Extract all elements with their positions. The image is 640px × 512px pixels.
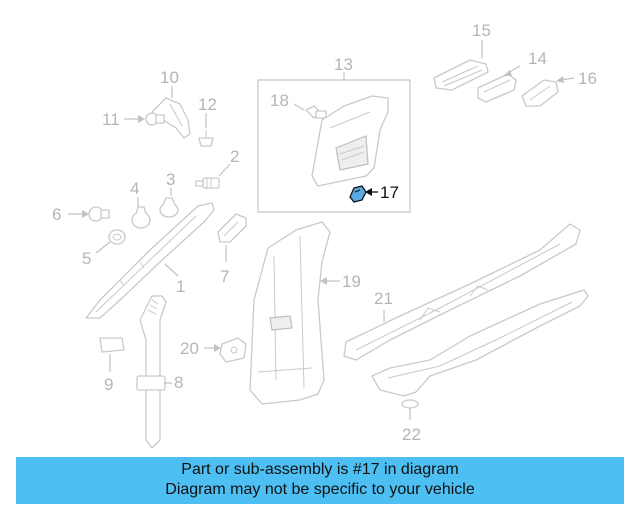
a-pillar-trim-part: [85, 202, 215, 319]
arrow-14: [503, 70, 512, 76]
screw-part-6: [88, 206, 110, 222]
callout-18: 18: [270, 91, 289, 110]
clip-part-17-highlighted: [349, 185, 367, 203]
callout-9: 9: [104, 375, 113, 394]
callout-16: 16: [578, 69, 597, 88]
nut-clip-part-12: [198, 130, 214, 147]
callout-19: 19: [342, 272, 361, 291]
callout-2: 2: [230, 147, 239, 166]
arrow-17: [365, 188, 372, 196]
b-pillar-lower-trim-part-19: [249, 221, 331, 405]
callout-11: 11: [102, 110, 120, 129]
bolt-part-2: [195, 177, 220, 189]
arrow-19: [320, 277, 327, 285]
upper-bracket-part-10: [151, 97, 191, 139]
leader-5: [95, 241, 111, 254]
callout-13: 13: [334, 55, 353, 74]
leader-2: [218, 163, 231, 177]
bolt-part-11: [145, 112, 165, 126]
clip-part-4: [131, 206, 151, 229]
clip-part-3: [159, 197, 179, 218]
callout-3: 3: [166, 170, 175, 189]
lower-sill-trim-part-22: [371, 289, 589, 409]
info-banner: Part or sub-assembly is #17 in diagram D…: [16, 457, 624, 504]
callout-4: 4: [130, 179, 139, 198]
arrow-6: [82, 210, 89, 218]
callout-17: 17: [380, 183, 399, 202]
bracket-part-7: [217, 213, 247, 243]
sill-plate-part-21: [343, 223, 581, 361]
callout-14: 14: [528, 49, 547, 68]
callout-20: 20: [180, 339, 199, 358]
leader-1: [164, 263, 179, 277]
callout-5: 5: [82, 249, 91, 268]
arrow-20: [214, 344, 221, 352]
callout-8: 8: [174, 373, 183, 392]
callout-1: 1: [176, 277, 185, 296]
callout-22: 22: [402, 425, 421, 444]
bracket-part-14: [477, 73, 517, 103]
pillar-trim-upper-part-13: [311, 95, 389, 187]
arrow-11: [138, 115, 145, 123]
callout-6: 6: [52, 205, 61, 224]
belt-guide-part-8: [136, 295, 167, 449]
banner-line-2: Diagram may not be specific to your vehi…: [165, 481, 475, 498]
callout-12: 12: [198, 95, 217, 114]
bracket-part-16: [521, 79, 559, 107]
clip-plate-part-9: [99, 337, 125, 353]
grommet-part-5: [108, 229, 126, 245]
banner-line-1: Part or sub-assembly is #17 in diagram: [181, 461, 459, 478]
bracket-part-15: [433, 59, 489, 91]
clip-bracket-part-20: [219, 337, 247, 363]
assembly-13-frame: [257, 79, 411, 213]
callout-21: 21: [374, 289, 393, 308]
leader-18: [293, 103, 305, 111]
callout-10: 10: [160, 68, 179, 87]
callout-7: 7: [220, 267, 229, 286]
screw-part-18: [305, 105, 327, 119]
arrow-16: [556, 76, 564, 83]
callout-15: 15: [472, 21, 491, 40]
